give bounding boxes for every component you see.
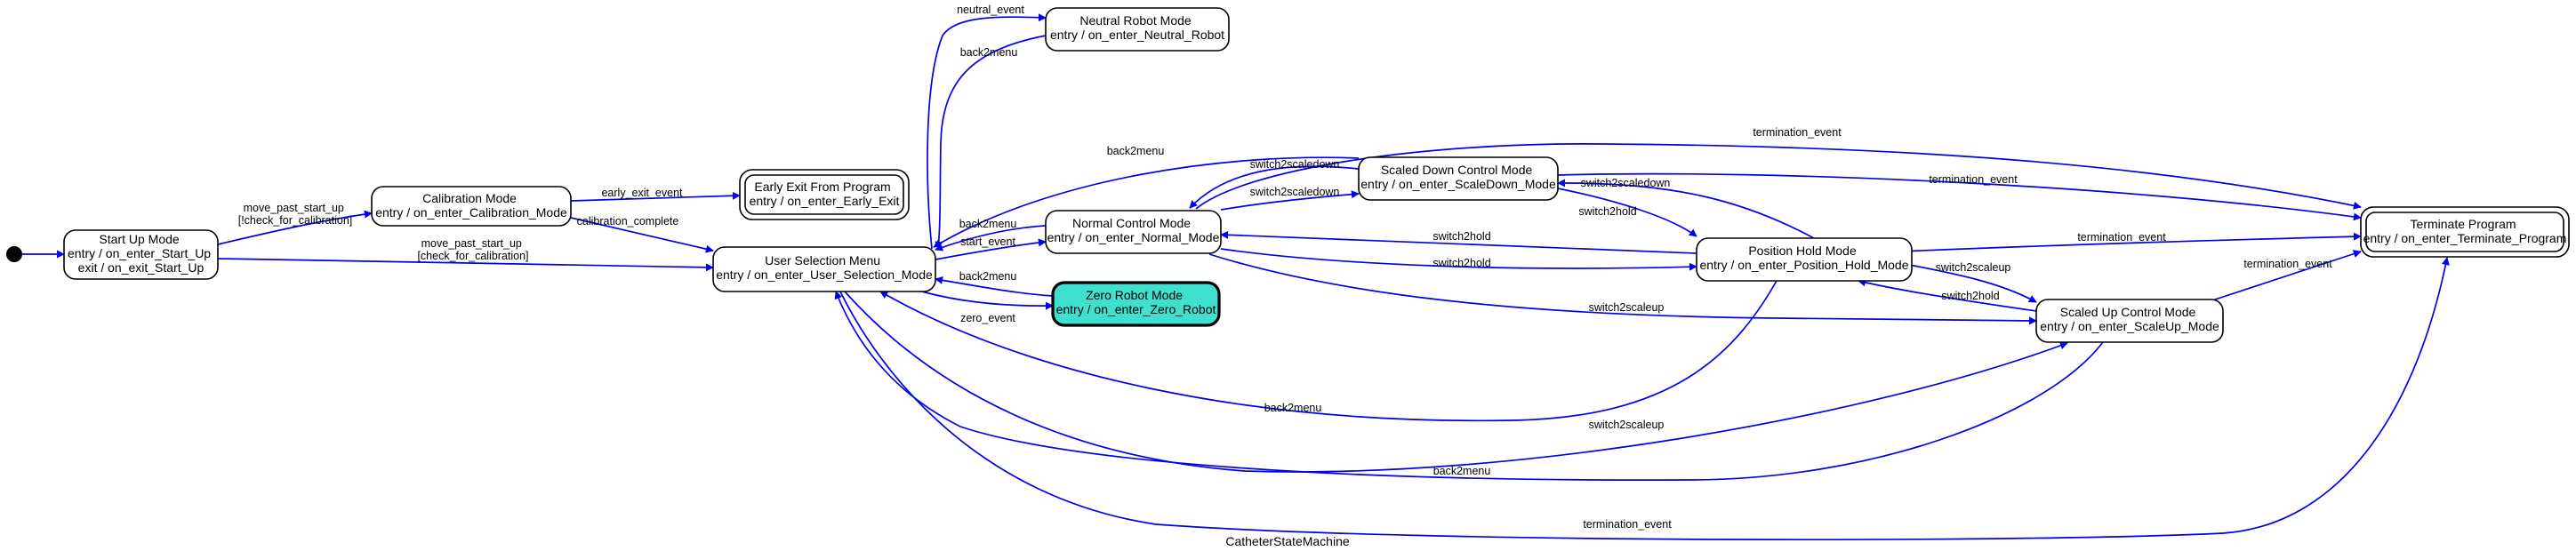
- state-position-hold: Position Hold Mode entry / on_enter_Posi…: [1696, 237, 1913, 282]
- state-scaled-down: Scaled Down Control Mode entry / on_ente…: [1358, 156, 1559, 201]
- edge-normal-to-scaled-down: [1220, 190, 1360, 211]
- label-move-past-start-up-calib: move_past_start_up [!check_for_calibrati…: [238, 202, 353, 227]
- edge-user-selection-to-normal: [935, 238, 1047, 260]
- label-switch2hold-d: switch2hold: [1941, 290, 1999, 302]
- label-switch2hold-a: switch2hold: [1578, 205, 1636, 218]
- state-neutral: Neutral Robot Mode entry / on_enter_Neut…: [1045, 7, 1230, 52]
- svg-text:Terminate Program entr: Terminate Program entry / on_enter_Termi…: [2363, 217, 2567, 245]
- label-switch2scaledown-c: switch2scaledown: [1581, 177, 1671, 189]
- edge-normal-to-position-hold: [1220, 248, 1697, 271]
- label-switch2hold-c: switch2hold: [1432, 257, 1490, 269]
- label-calibration-complete: calibration_complete: [577, 215, 679, 228]
- transition-edges: [20, 13, 2450, 541]
- edge-startup-to-user-selection: [217, 258, 714, 272]
- label-termination-event-normal: termination_event: [1753, 126, 1842, 139]
- transition-labels: move_past_start_up [!check_for_calibrati…: [238, 4, 2332, 531]
- svg-text:Normal Control Mode en: Normal Control Mode entry / on_enter_Nor…: [1047, 216, 1220, 244]
- svg-text:Neutral Robot Mode ent: Neutral Robot Mode entry / on_enter_Neut…: [1050, 13, 1224, 42]
- edge-user-selection-to-terminate: [839, 257, 2450, 541]
- label-early-exit-event: early_exit_event: [601, 187, 683, 199]
- label-switch2scaleup-b: switch2scaleup: [1936, 261, 2011, 274]
- label-move-past-start-up-user: move_past_start_up [check_for_calibratio…: [417, 237, 528, 262]
- svg-text:Calibration Mode entry: Calibration Mode entry / on_enter_Calibr…: [375, 191, 567, 220]
- state-scaled-up: Scaled Up Control Mode entry / on_enter_…: [2035, 299, 2224, 343]
- edge-scaled-down-to-user-selection: [933, 156, 1360, 248]
- svg-text:User Selection Menu en: User Selection Menu entry / on_enter_Use…: [716, 253, 933, 282]
- state-early-exit: Early Exit From Program entry / on_enter…: [739, 169, 910, 220]
- state-zero: Zero Robot Mode entry / on_enter_Zero_Ro…: [1051, 281, 1221, 327]
- svg-text:Early Exit From Program: Early Exit From Program entry / on_enter…: [750, 180, 900, 208]
- edge-scaled-up-to-position-hold: [1858, 278, 2037, 312]
- label-start-event: start_event: [960, 236, 1015, 248]
- edge-normal-to-user-selection: [935, 225, 1047, 252]
- label-switch2scaledown-b: switch2scaledown: [1250, 186, 1340, 198]
- label-switch2scaleup-user: switch2scaleup: [1589, 419, 1665, 431]
- edge-neutral-to-user-selection: [935, 35, 1047, 250]
- svg-text:Scaled Up Control Mode: Scaled Up Control Mode entry / on_enter_…: [2040, 305, 2219, 333]
- state-user-selection: User Selection Menu entry / on_enter_Use…: [712, 246, 936, 292]
- label-back2menu-scaled-up: back2menu: [1433, 465, 1491, 477]
- edge-zero-to-user-selection: [935, 276, 1054, 297]
- label-back2menu-zero: back2menu: [959, 270, 1017, 283]
- state-nodes: Start Up Mode entry / on_enter_Start_Up …: [6, 7, 2570, 343]
- state-normal: Normal Control Mode entry / on_enter_Nor…: [1045, 210, 1222, 254]
- label-back2menu-neutral: back2menu: [960, 46, 1018, 59]
- edge-position-hold-to-terminate: [1899, 232, 2362, 252]
- edge-position-hold-to-scaled-up: [1899, 262, 2037, 303]
- label-termination-event-position-hold: termination_event: [2077, 231, 2166, 244]
- label-neutral-event: neutral_event: [957, 4, 1024, 16]
- label-switch2scaleup-a: switch2scaleup: [1589, 301, 1665, 314]
- label-switch2scaledown-a: switch2scaledown: [1250, 158, 1340, 171]
- edge-normal-to-scaled-up: [1208, 253, 2037, 325]
- label-termination-event-scaled-up: termination_event: [2243, 258, 2332, 270]
- edge-calibration-to-early-exit: [570, 191, 741, 202]
- state-start-up: Start Up Mode entry / on_enter_Start_Up …: [63, 229, 219, 280]
- label-back2menu-position-hold: back2menu: [1264, 402, 1322, 414]
- edge-calibration-to-user-selection: [570, 217, 714, 253]
- label-termination-event-scaled-down: termination_event: [1929, 173, 2018, 186]
- diagram-caption: CatheterStateMachine: [1225, 534, 1350, 548]
- svg-text:Scaled Down Control Mode: Scaled Down Control Mode entry / on_ente…: [1360, 163, 1556, 191]
- edge-scaled-down-to-position-hold: [1557, 188, 1697, 237]
- label-back2menu-scaled-down: back2menu: [1107, 145, 1165, 157]
- edge-startup-to-calibration: [217, 210, 373, 245]
- edge-position-hold-to-scaled-down: [1557, 179, 1815, 239]
- edge-position-hold-to-user-selection: [879, 280, 1778, 422]
- edge-position-hold-to-normal: [1220, 230, 1697, 254]
- initial-state-dot: [6, 246, 22, 262]
- state-terminate: Terminate Program entry / on_enter_Termi…: [2360, 206, 2570, 258]
- edge-scaled-down-to-terminate: [1557, 172, 2362, 221]
- svg-text:Zero Robot Mode entry: Zero Robot Mode entry / on_enter_Zero_Ro…: [1056, 288, 1216, 316]
- edge-user-selection-to-neutral: [927, 13, 1047, 250]
- svg-text:Start Up Mode entry /: Start Up Mode entry / on_enter_Start_Up …: [68, 232, 214, 275]
- label-switch2hold-b: switch2hold: [1432, 230, 1490, 243]
- label-termination-event-user: termination_event: [1583, 518, 1672, 531]
- edge-scaled-down-to-normal-top: [1189, 165, 1360, 209]
- edge-scaled-up-to-terminate: [2211, 250, 2362, 301]
- edge-user-selection-to-scaled-up: [844, 291, 2068, 473]
- edge-normal-to-terminate: [1195, 143, 2362, 210]
- label-zero-event: zero_event: [960, 312, 1015, 324]
- label-back2menu-normal: back2menu: [959, 218, 1017, 230]
- edge-user-selection-to-zero: [915, 289, 1054, 310]
- state-calibration: Calibration Mode entry / on_enter_Calibr…: [371, 186, 572, 227]
- svg-text:Position Hold Mode ent: Position Hold Mode entry / on_enter_Posi…: [1699, 244, 1908, 272]
